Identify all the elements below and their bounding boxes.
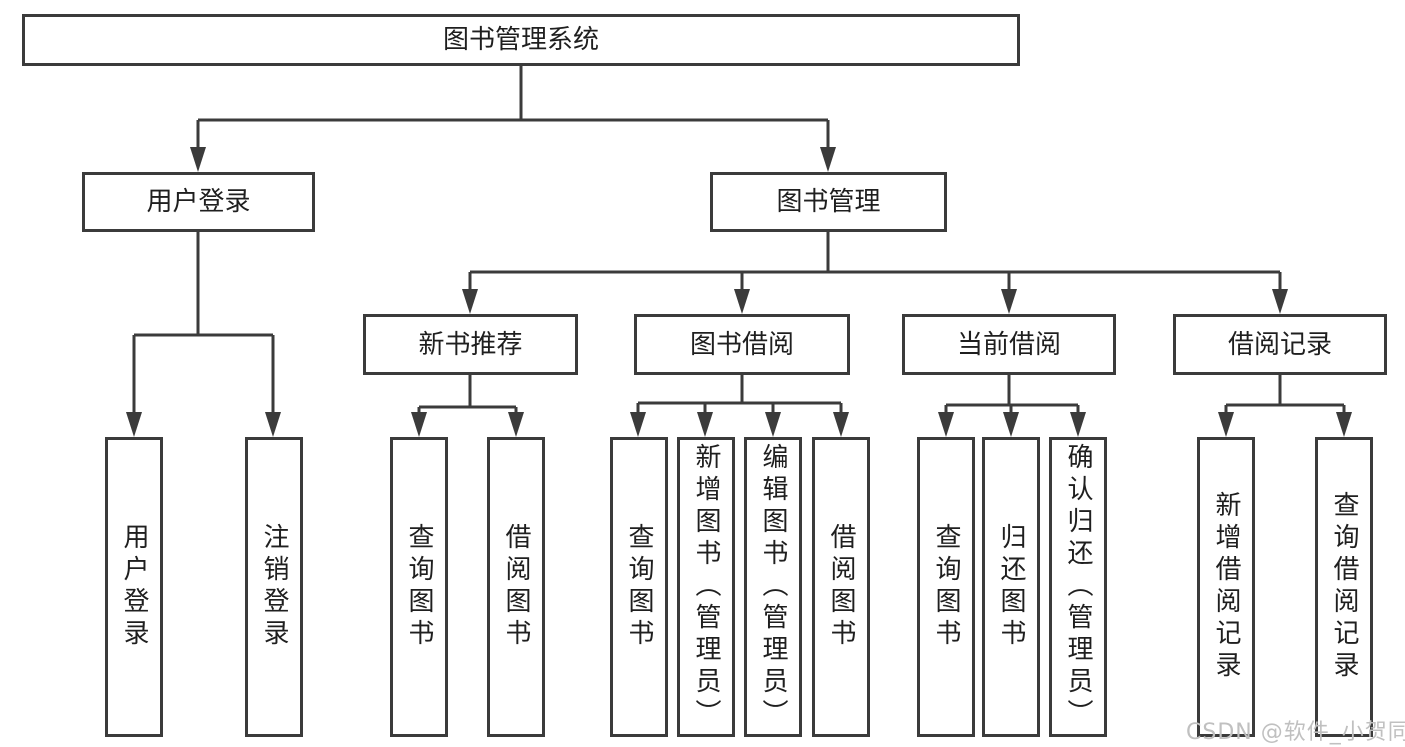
arrowhead: [462, 289, 478, 314]
leaf-query-books-current: 查询图书: [917, 437, 975, 737]
arrowhead: [1070, 412, 1086, 437]
arrowhead: [1218, 412, 1234, 437]
arrowhead: [938, 412, 954, 437]
arrowhead: [126, 412, 142, 437]
leaf-query-books-borrow: 查询图书: [610, 437, 668, 737]
arrowhead: [765, 412, 781, 437]
arrowhead: [508, 412, 524, 437]
arrowhead: [190, 147, 206, 172]
connector-borrow-to-leaves: [636, 375, 843, 415]
node-current-borrowing: 当前借阅: [902, 314, 1116, 375]
arrowhead: [820, 147, 836, 172]
leaf-return-books: 归还图书: [982, 437, 1040, 737]
leaf-borrow-books: 借阅图书: [812, 437, 870, 737]
node-book-borrowing: 图书借阅: [634, 314, 850, 375]
node-borrowing-records: 借阅记录: [1173, 314, 1387, 375]
arrowhead: [734, 289, 750, 314]
connector-records-to-leaves: [1224, 375, 1346, 415]
arrowhead: [411, 412, 427, 437]
arrowhead: [630, 412, 646, 437]
connector-newbook-to-leaves: [417, 375, 518, 415]
arrowhead: [265, 412, 281, 437]
arrowhead: [1003, 412, 1019, 437]
leaf-logout: 注销登录: [245, 437, 303, 737]
leaf-borrow-books-recommend: 借阅图书: [487, 437, 545, 737]
node-root-library-system: 图书管理系统: [22, 14, 1020, 66]
leaf-edit-books-admin: 编辑图书（管理员）: [744, 437, 802, 737]
arrowhead: [697, 412, 713, 437]
leaf-query-borrow-record: 查询借阅记录: [1315, 437, 1373, 737]
leaf-query-books-recommend: 查询图书: [390, 437, 448, 737]
leaf-user-login: 用户登录: [105, 437, 163, 737]
arrowhead: [1272, 289, 1288, 314]
leaf-confirm-return-admin: 确认归还（管理员）: [1049, 437, 1107, 737]
connector-userlogin-to-leaves: [132, 232, 275, 415]
node-user-login: 用户登录: [82, 172, 315, 232]
leaf-add-borrow-record: 新增借阅记录: [1197, 437, 1255, 737]
arrowhead: [1001, 289, 1017, 314]
node-book-management: 图书管理: [710, 172, 947, 232]
node-new-book-recommend: 新书推荐: [363, 314, 578, 375]
leaf-add-books-admin: 新增图书（管理员）: [677, 437, 735, 737]
csdn-watermark: CSDN @软件_小贺同学: [1186, 720, 1405, 745]
arrowhead: [1336, 412, 1352, 437]
connector-current-to-leaves: [944, 375, 1080, 415]
connector-root-to-level2: [196, 66, 830, 150]
arrowhead: [833, 412, 849, 437]
connector-bookmgmt-to-level3: [468, 232, 1282, 291]
